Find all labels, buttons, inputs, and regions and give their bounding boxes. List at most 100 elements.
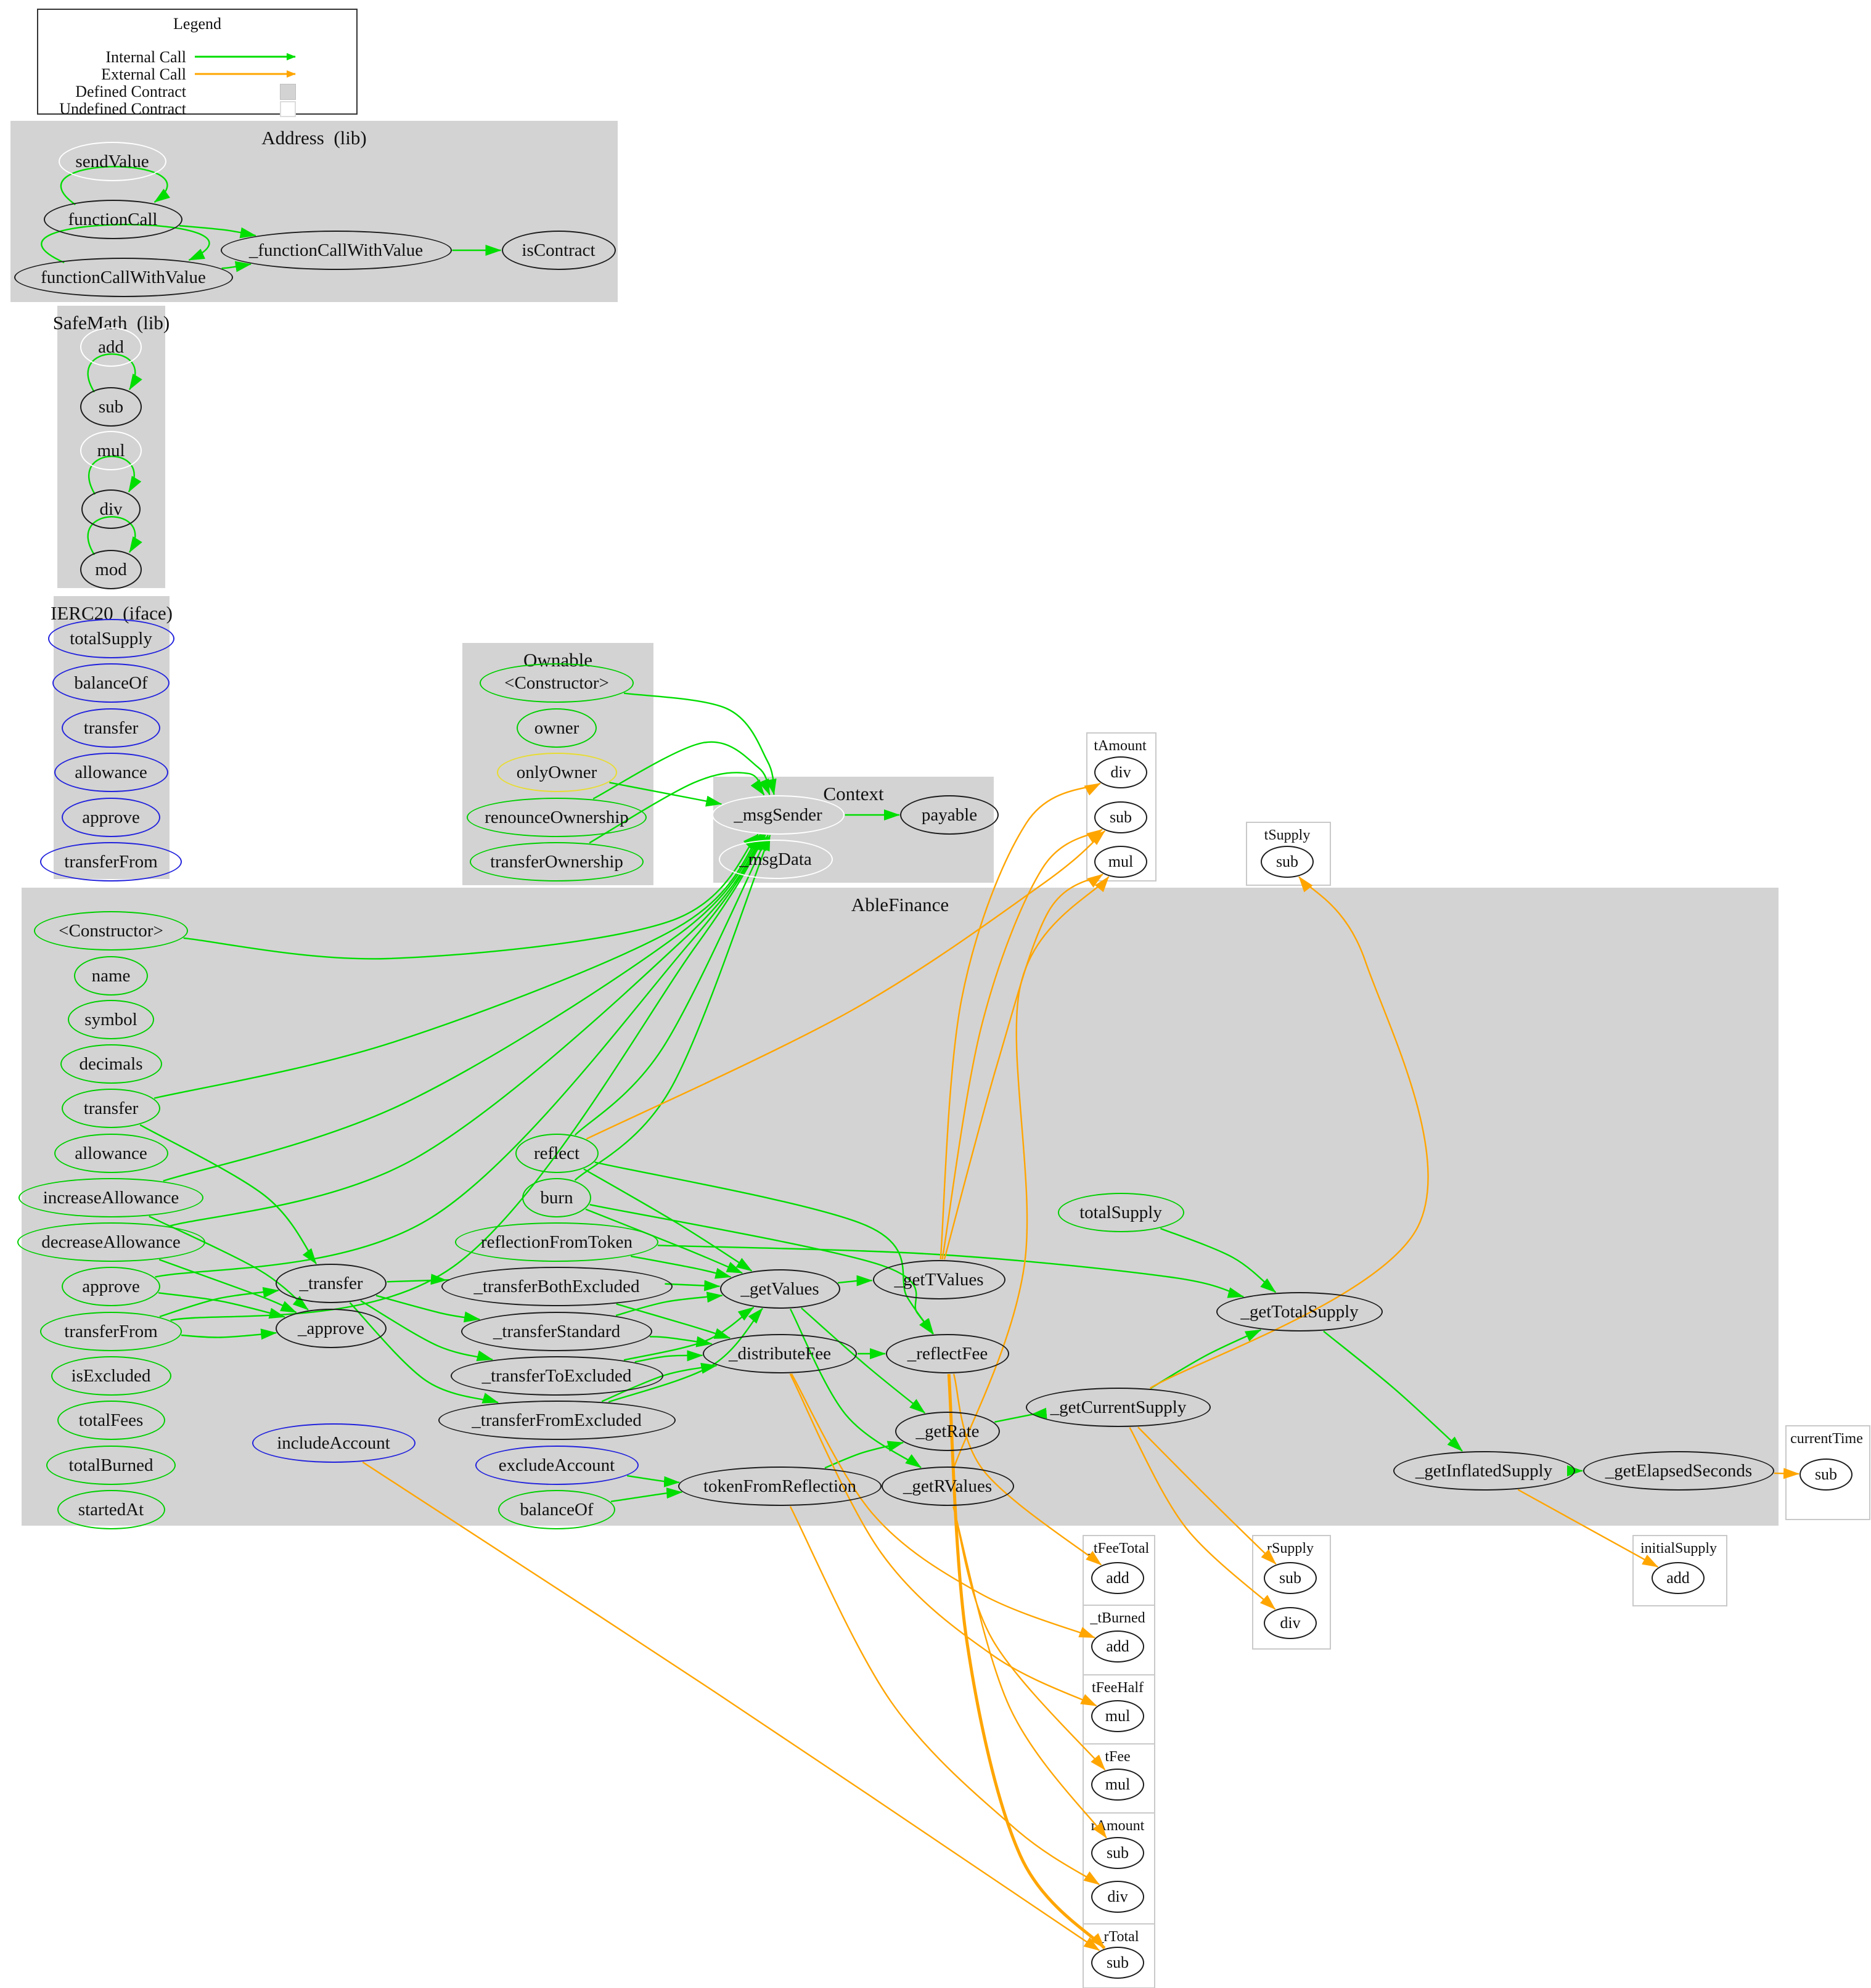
node-label-cT_sub: sub: [1814, 1465, 1838, 1483]
node-rA_div: div: [1091, 1881, 1144, 1913]
edge-af__getCurrentSupply-to-tS_sub: [1149, 876, 1429, 1389]
edge-own_onlyOwner-to-ctx_msgSender: [609, 782, 723, 807]
cluster-label-tAmount: tAmount: [1094, 738, 1147, 754]
node-sm_div: div: [81, 489, 141, 529]
node-label-af__getValues: _getValues: [740, 1278, 819, 1299]
node-label-i20_totalSupply: totalSupply: [70, 628, 152, 648]
node-label-sm_div: div: [99, 499, 123, 519]
node-label-tfh_mul: mul: [1105, 1707, 1131, 1725]
edge-af__getRate-to-af__getCurrentSupply: [994, 1407, 1047, 1423]
node-tfh_mul: mul: [1091, 1700, 1144, 1732]
node-af__transferBothExcluded: _transferBothExcluded: [441, 1267, 673, 1306]
cluster-label-tSupply: tSupply: [1264, 827, 1311, 843]
node-label-af_startedAt: startedAt: [78, 1499, 144, 1520]
node-af_startedAt: startedAt: [57, 1490, 165, 1529]
node-sm_add: add: [80, 327, 142, 367]
node-af__approve: _approve: [276, 1309, 387, 1348]
edge-af_reflect-to-af__getValues: [583, 1168, 753, 1272]
node-af_ctor: <Constructor>: [34, 911, 188, 951]
node-af__getElapsedSeconds: _getElapsedSeconds: [1583, 1451, 1774, 1491]
node-label-tA_mul: mul: [1108, 853, 1134, 870]
node-sm_mod: mod: [80, 550, 142, 589]
node-label-af__reflectFee: _reflectFee: [907, 1343, 988, 1364]
cluster-label-currentTime: currentTime: [1790, 1431, 1863, 1447]
node-label-i20_allowance: allowance: [75, 762, 147, 782]
node-label-af_totalSupply: totalSupply: [1079, 1202, 1162, 1222]
node-label-own_ctor: <Constructor>: [504, 673, 609, 693]
edge-af__getRValues-to-tA_mul: [954, 876, 1110, 1466]
cluster-label-_tBurned: _tBurned: [1090, 1610, 1145, 1626]
edge-af__transfer-to-af__transferStandard: [375, 1295, 480, 1323]
legend-row-undefined: Undefined Contract: [38, 100, 356, 118]
node-label-rA_div: div: [1107, 1888, 1128, 1905]
node-af_reflectionFromToken: reflectionFromToken: [455, 1222, 658, 1262]
node-label-af_allowance: allowance: [75, 1143, 147, 1163]
node-own_ctor: <Constructor>: [480, 663, 634, 703]
edge-af__getTValues-to-tA_sub: [941, 828, 1103, 1260]
node-af_isExcluded: isExcluded: [51, 1356, 171, 1396]
node-af_tokenFromReflection: tokenFromReflection: [678, 1466, 882, 1506]
edge-af_decAllow-to-ctx_msgSender: [169, 834, 764, 1227]
node-label-tft_add: add: [1106, 1569, 1129, 1587]
node-af__transfer: _transfer: [276, 1264, 387, 1303]
edge-af__distributeFee-to-tb_add: [790, 1373, 1095, 1638]
node-label-addr_functionCall: functionCall: [68, 209, 158, 229]
cluster-label-tFee: tFee: [1105, 1749, 1131, 1765]
node-af_includeAccount: includeAccount: [252, 1423, 416, 1463]
node-af_transferFrom: transferFrom: [40, 1312, 182, 1351]
node-own_renounce: renounceOwnership: [467, 798, 647, 837]
node-label-af__transferFromExcluded: _transferFromExcluded: [472, 1410, 642, 1430]
node-addr_sendValue: sendValue: [58, 142, 166, 181]
node-af_balanceOf: balanceOf: [498, 1490, 615, 1529]
edge-af__getValues-to-af__getRate: [801, 1307, 925, 1414]
external-call-arrow-icon: [195, 70, 296, 78]
legend-row-internal: Internal Call: [38, 48, 356, 66]
node-i20_transfer: transfer: [62, 708, 160, 748]
edge-af_totalSupply-to-af__getTotalSupply: [1160, 1227, 1276, 1293]
node-label-own_onlyOwner: onlyOwner: [516, 762, 597, 782]
node-tA_sub: sub: [1094, 801, 1147, 833]
edge-af__getRValues-to-rA_sub: [952, 1506, 1107, 1839]
node-label-af_approve: approve: [82, 1276, 140, 1296]
edge-af_reflect-to-tA_sub: [586, 830, 1106, 1140]
node-label-iS_add: add: [1666, 1569, 1690, 1587]
node-label-rS_sub: sub: [1279, 1569, 1302, 1587]
edge-af_transferFrom-to-af__approve: [181, 1328, 277, 1340]
node-af__getRate: _getRate: [895, 1412, 1000, 1451]
legend: Legend Internal Call External Call Defin…: [37, 9, 358, 118]
node-addr_functionCallWithValue: functionCallWithValue: [14, 258, 233, 297]
node-own_transferOwn: transferOwnership: [470, 842, 644, 882]
node-label-af__getTValues: _getTValues: [894, 1269, 984, 1290]
node-af__getTotalSupply: _getTotalSupply: [1216, 1292, 1383, 1331]
edge-af__transferFromExcluded-to-af__distributeFee: [601, 1362, 718, 1402]
node-label-tf_mul: mul: [1105, 1775, 1131, 1793]
node-label-af_includeAccount: includeAccount: [277, 1433, 390, 1453]
node-label-own_transferOwn: transferOwnership: [490, 851, 623, 872]
node-label-af__getRate: _getRate: [915, 1421, 980, 1441]
edge-af__distributeFee-to-tfh_mul: [789, 1373, 1097, 1707]
node-af_reflect: reflect: [515, 1134, 599, 1173]
legend-undefined-contract-label: Undefined Contract: [59, 100, 186, 118]
edge-af_transferFrom-to-af__transfer: [159, 1286, 279, 1317]
internal-call-arrow-icon: [195, 53, 296, 60]
cluster-label-initialSupply: initialSupply: [1640, 1540, 1717, 1556]
node-label-af_symbol: symbol: [84, 1009, 137, 1029]
cluster-ablefinance: [22, 888, 1779, 1526]
node-label-af_transferFrom: transferFrom: [64, 1321, 158, 1341]
node-label-ctx_payable: payable: [921, 804, 978, 825]
node-label-af__transfer: _transfer: [299, 1273, 363, 1293]
node-label-af__getInflatedSupply: _getInflatedSupply: [1415, 1460, 1553, 1481]
node-af__distributeFee: _distributeFee: [703, 1334, 857, 1373]
node-af_burn: burn: [522, 1178, 591, 1217]
node-label-af_ctor: <Constructor>: [59, 920, 163, 941]
node-label-i20_approve: approve: [82, 807, 140, 827]
node-label-rS_div: div: [1280, 1614, 1301, 1632]
node-label-addr_sendValue: sendValue: [75, 151, 149, 171]
node-label-af_isExcluded: isExcluded: [71, 1365, 151, 1386]
legend-internal-call-label: Internal Call: [105, 48, 186, 66]
edge-af__getValues-to-af__getRValues: [789, 1308, 922, 1468]
cluster-label-context: Context: [823, 783, 884, 804]
edge-own_renounce-to-ctx_msgSender: [592, 741, 771, 800]
legend-defined-contract-label: Defined Contract: [75, 83, 186, 100]
